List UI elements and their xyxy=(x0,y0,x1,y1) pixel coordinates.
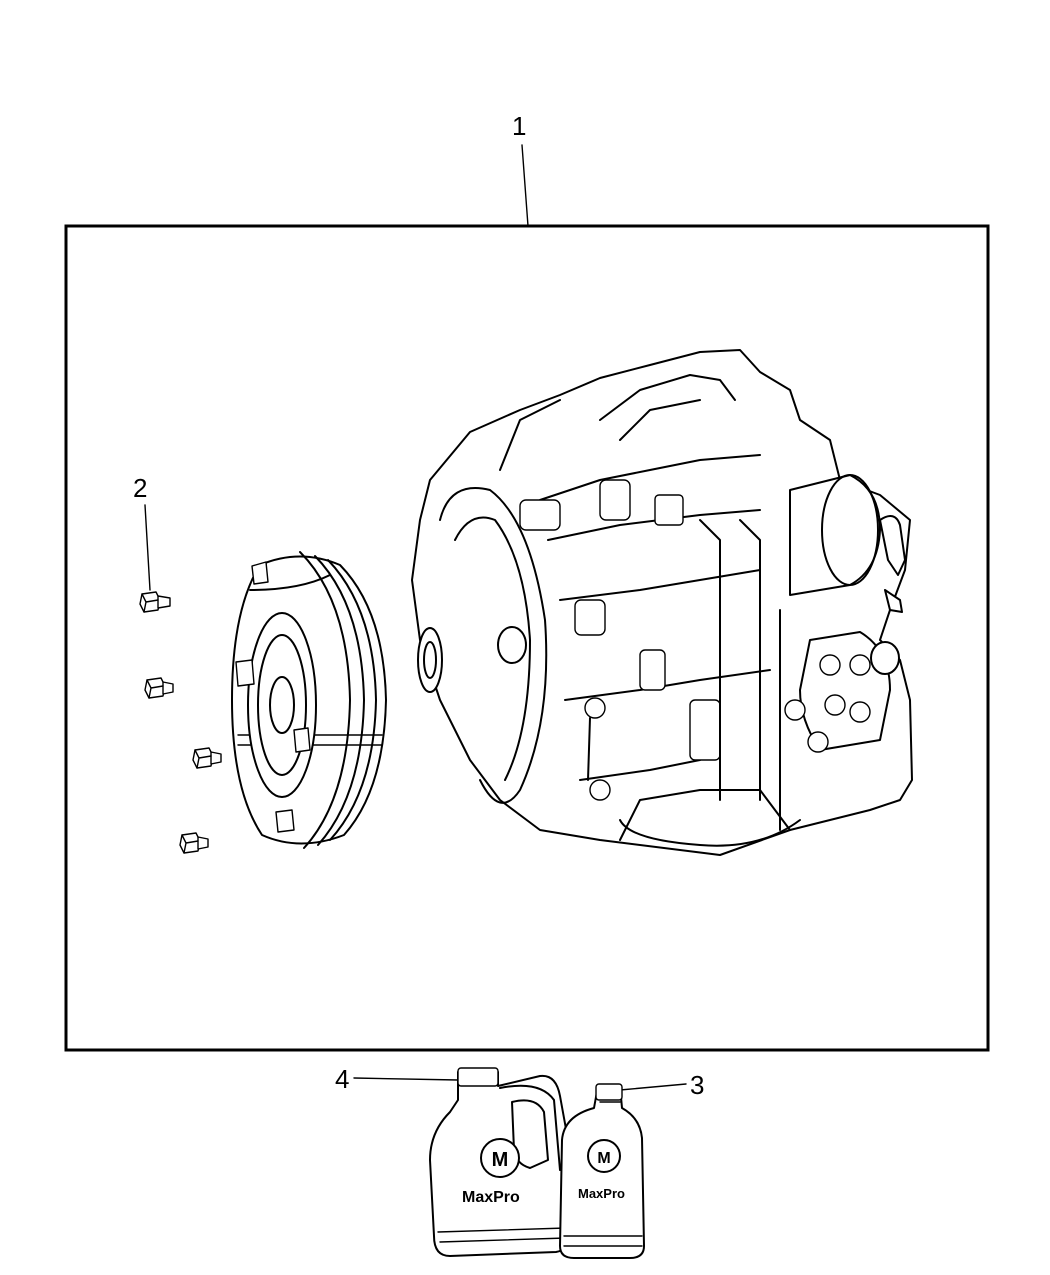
callout-4-leader xyxy=(353,1077,459,1081)
assembly-frame xyxy=(64,224,990,1052)
callout-1-leader xyxy=(521,144,529,227)
callout-1-label: 1 xyxy=(512,111,526,141)
mopar-logo-icon xyxy=(480,1138,520,1178)
mopar-logo-icon xyxy=(587,1139,621,1173)
transmission-assembly xyxy=(411,349,913,856)
callout-3-leader xyxy=(619,1083,687,1091)
bolt xyxy=(192,747,222,769)
fluid-quart-bottle: M MaxPro xyxy=(559,1083,645,1259)
torque-converter-bolts xyxy=(139,591,222,854)
fluid-jug: M MaxPro xyxy=(429,1067,571,1257)
callout-3-label: 3 xyxy=(690,1070,704,1100)
callout-4-label: 4 xyxy=(335,1064,349,1094)
jug-logo-mark: M xyxy=(492,1149,509,1171)
quart-logo-mark: M xyxy=(597,1150,610,1167)
torque-converter xyxy=(231,551,387,849)
jug-brand-label: MaxPro xyxy=(462,1189,520,1206)
quart-brand-label: MaxPro xyxy=(578,1186,625,1201)
bolt xyxy=(144,677,174,699)
callout-2-label: 2 xyxy=(133,473,147,503)
bolt xyxy=(139,591,171,613)
bolt xyxy=(179,832,209,854)
callout-2-leader xyxy=(144,504,151,591)
